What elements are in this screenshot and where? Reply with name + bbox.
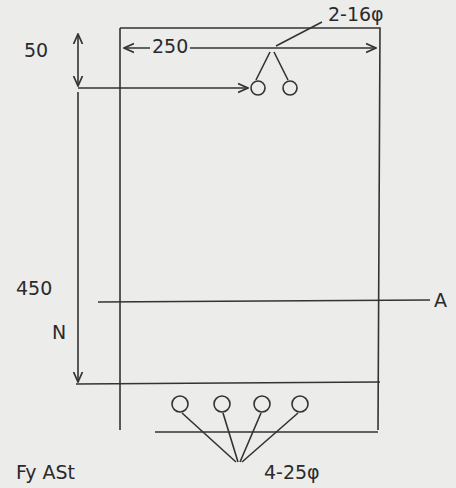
dimension-line [77,34,79,86]
leader-line [256,22,322,80]
neutral-axis [98,300,430,302]
rebar [172,396,188,412]
axis-label: N [50,322,68,343]
rebar-label: 4-25φ [262,462,322,483]
leader-line [182,413,298,462]
dimension-line [77,92,79,382]
rebar [283,81,297,95]
dimension-label: 250 [150,36,190,57]
rebar [251,81,265,95]
dimension-label: 50 [22,40,50,61]
reinforcement-level-line [76,382,380,384]
axis-label: A [432,290,449,311]
dimension-label: 450 [14,278,54,299]
rebar-label: 2-16φ [326,4,386,25]
rebar [292,396,308,412]
rebar [254,396,270,412]
rebar [214,396,230,412]
leader-line [78,87,248,89]
formula-label: Fy ASt [14,462,77,483]
